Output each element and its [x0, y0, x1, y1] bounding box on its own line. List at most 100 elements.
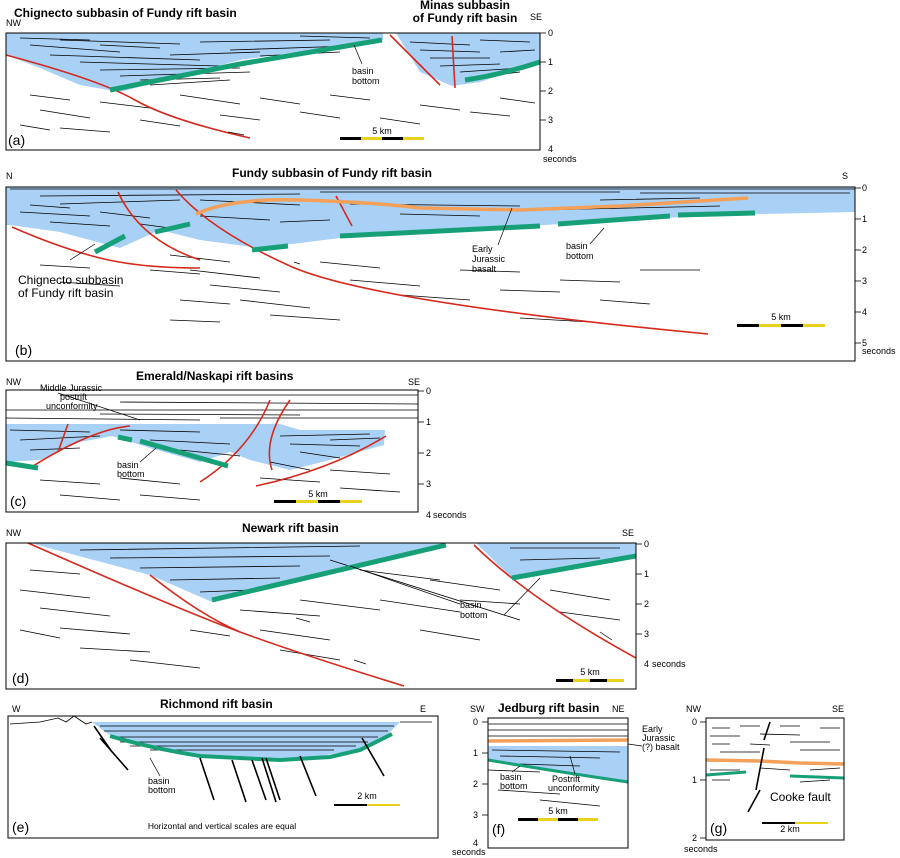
panel-g-tick-0: 0 [692, 717, 697, 727]
panel-f-callout-2: bottom [500, 781, 528, 791]
panel-a-fault-1 [5, 54, 251, 139]
panel-f-tick-0: 0 [473, 717, 478, 727]
panel-f-axis-unit: seconds [452, 847, 486, 857]
panel-g-basin-bottom-1 [705, 770, 747, 777]
panel-b-tick-3: 3 [862, 276, 867, 286]
panel-d-tick-0: 0 [644, 539, 649, 549]
panel-b-basalt [195, 196, 749, 216]
panel-f-unc-1: Postrift [552, 774, 581, 784]
panel-c-basement-reflectors [39, 469, 401, 501]
panel-d-reflectors [79, 545, 620, 593]
panel-a-fault-2 [389, 34, 441, 86]
panel-f-basalt-leader [627, 743, 643, 747]
panel-a-scale-bar: 5 km [340, 126, 424, 140]
panel-g-tick-1: 1 [692, 775, 697, 785]
panel-b-title: Fundy subbasin of Fundy rift basin [232, 166, 432, 180]
panel-d-left-direction: NW [6, 528, 21, 538]
panel-b-scale-label: 5 km [771, 312, 791, 322]
panel-d-scale-bar: 5 km [556, 667, 624, 682]
panel-a-chignecto-basin-fill [6, 33, 383, 92]
panel-e-label: (e) [12, 819, 29, 835]
panel-b-fault-3 [175, 189, 709, 335]
panel-e-note: Horizontal and vertical scales are equal [148, 821, 296, 831]
panel-c-bottom-leader [139, 447, 157, 463]
panel-f-scale-bar: 5 km [518, 806, 598, 821]
panel-b-right-direction: S [842, 171, 848, 181]
panel-g-axis-unit: seconds [684, 844, 718, 854]
panel-f-basalt-3: (?) basalt [642, 742, 680, 752]
panel-g-basalt [705, 758, 845, 766]
panel-c-basin-fill [6, 424, 385, 470]
panel-b-inset-label-2: of Fundy rift basin [18, 286, 113, 300]
panel-e-strata [100, 725, 394, 751]
panel-c-left-direction: NW [6, 377, 21, 387]
panel-c-fault-4 [268, 399, 291, 471]
panel-c-tick-1: 1 [426, 417, 431, 427]
panel-a-reflectors [19, 35, 536, 86]
panel-b-label: (b) [15, 342, 32, 358]
panel-a-basin-bottom-2 [464, 59, 541, 83]
panel-f-basalt [487, 738, 629, 743]
panel-f-basin-fill [488, 746, 628, 782]
panel-f-scale-label: 5 km [548, 806, 568, 816]
panel-a-tick-4: 4 [548, 144, 553, 154]
panel-b-tick-4: 4 [862, 307, 867, 317]
panel-c-tick-3: 3 [426, 479, 431, 489]
panel-b-basalt-1: Early [472, 244, 493, 254]
panel-f-unc-leader [569, 755, 576, 775]
panel-g-label: (g) [710, 820, 727, 836]
panel-f-unc-2: unconformity [548, 783, 600, 793]
panel-e-frame [7, 715, 439, 839]
panel-a-tick-3: 3 [548, 115, 553, 125]
panel-b-tick-5: 5 [862, 338, 867, 348]
panel-d-basement-reflectors [19, 559, 621, 669]
panel-e-right-direction: E [420, 704, 426, 714]
panel-a-tick-2: 2 [548, 86, 553, 96]
panel-g-tick-2: 2 [692, 833, 697, 843]
panel-b-callout-2: bottom [566, 251, 594, 261]
panel-b-left-direction: N [6, 171, 13, 181]
panel-b-tick-0: 0 [862, 183, 867, 193]
panel-b-scale-bar: 5 km [737, 312, 825, 327]
panel-a-axis-unit: seconds [543, 154, 577, 164]
panel-g-scale-label: 2 km [780, 824, 800, 834]
panel-f-basalt-1: Early [642, 724, 663, 734]
panel-b-basin-bottom-3 [251, 243, 289, 253]
panel-a-tick-0: 0 [548, 28, 553, 38]
panel-a-left-direction: NW [6, 18, 21, 28]
panel-c-fault-3 [199, 399, 271, 483]
panel-d-tick-2: 2 [644, 599, 649, 609]
panel-d-fault-3 [473, 544, 637, 659]
panel-e-scale-bar: 2 km [334, 791, 400, 806]
panel-b-inset-label-1: Chignecto subbasin [18, 273, 123, 287]
panel-c-frame [5, 389, 419, 513]
panel-d-basin-fill-2 [476, 543, 636, 578]
panel-a-slip-arrow [227, 131, 245, 136]
panel-b-axis-unit: seconds [862, 346, 896, 356]
panel-a-leader [353, 44, 363, 65]
panel-b-fault-2 [117, 191, 201, 261]
panel-d-right-direction: SE [622, 528, 634, 538]
panel-a-scale-label: 5 km [372, 126, 392, 136]
panel-b-frame [5, 186, 856, 362]
panel-f-bottom-leader [511, 765, 521, 773]
panel-d: Newark rift basin NW SE basin bottom 5 k… [5, 521, 686, 690]
panel-c-basin-bottom-2 [117, 434, 133, 443]
panel-f-reflectors [487, 723, 628, 807]
panel-f-left-direction: SW [470, 704, 485, 714]
panel-c-scale-bar: 5 km [274, 489, 362, 503]
panel-f-basin-bottom [487, 758, 629, 784]
panel-d-scale-label: 5 km [580, 667, 600, 677]
panel-f: Jedburg rift basin SW NE basin bottom Po… [452, 701, 680, 857]
panel-d-label: (d) [12, 670, 29, 686]
panel-b-basin-bottom-1 [93, 233, 127, 255]
panel-d-axis: 0 1 2 3 4 seconds [636, 539, 686, 669]
panel-c-tick-2: 2 [426, 448, 431, 458]
panel-f-axis: 0 1 2 3 4 seconds [452, 717, 488, 857]
panel-e-callout-1: basin [148, 776, 170, 786]
panel-a-right-direction: SE [530, 12, 542, 22]
panel-c-tick-4: 4 [426, 510, 431, 520]
panel-c-fault-2 [57, 423, 69, 453]
panel-g-axis: 0 1 2 seconds [684, 717, 718, 854]
